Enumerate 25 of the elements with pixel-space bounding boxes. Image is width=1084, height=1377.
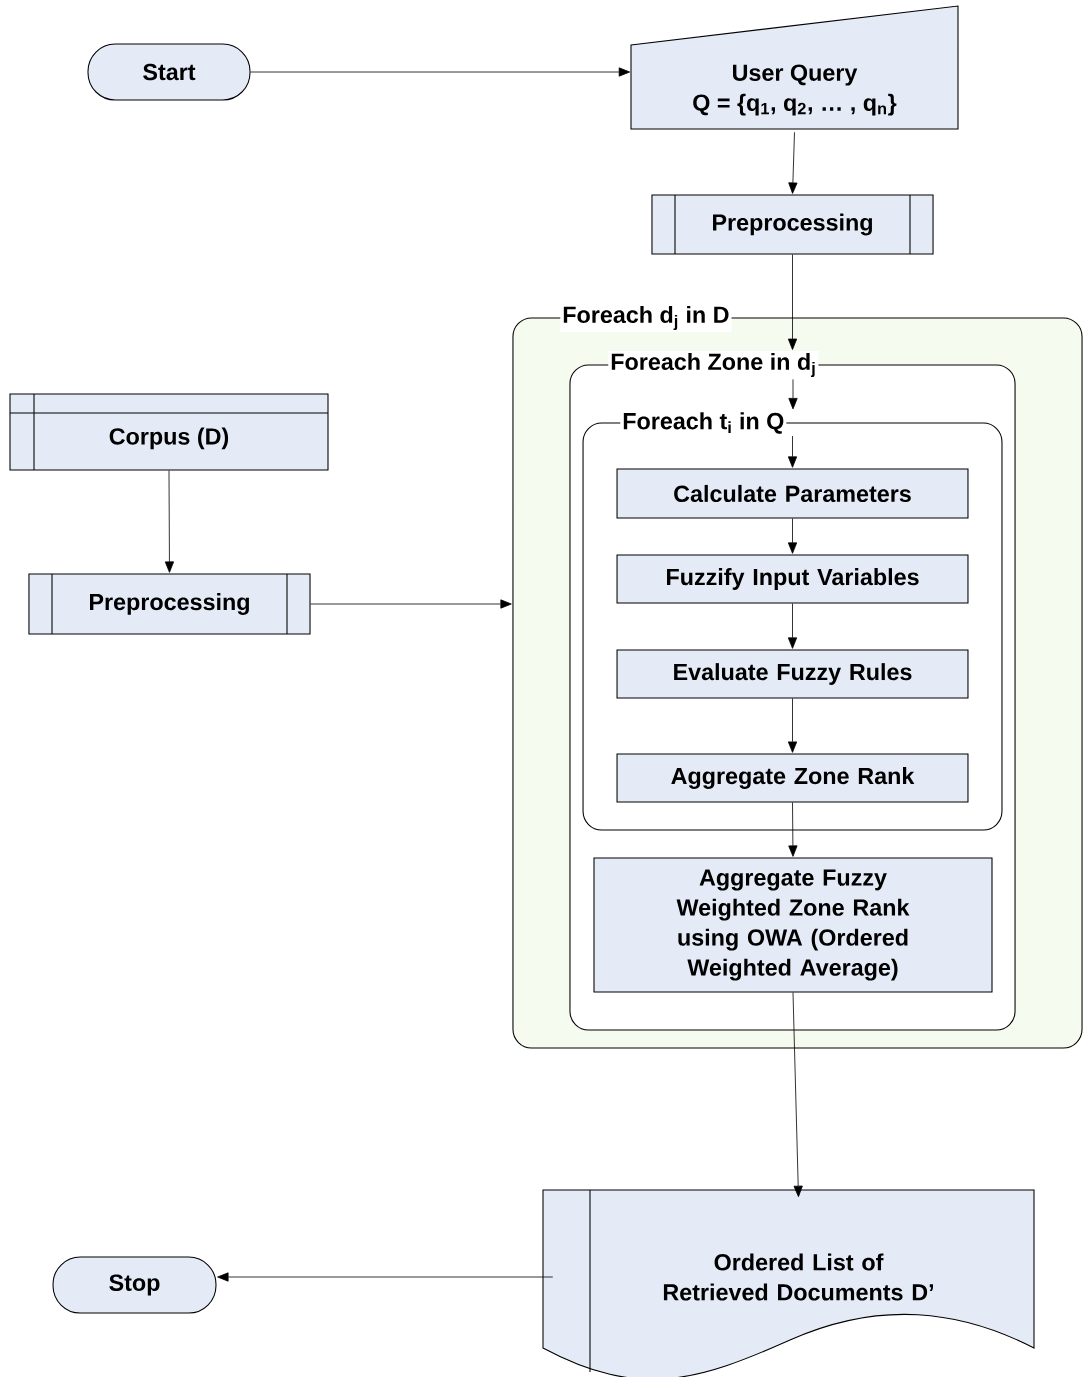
document-box: Ordered List of Retrieved Documents D’ xyxy=(542,1189,1035,1377)
process-box: Aggregate Zone Rank xyxy=(616,753,969,803)
arrow xyxy=(788,378,798,410)
arrow xyxy=(787,435,798,468)
arrow xyxy=(787,254,798,350)
process-box: Aggregate Fuzzy Weighted Zone Rank using OWA (Ordered Weighted Average) xyxy=(593,857,993,993)
terminal-box: Start xyxy=(87,43,251,101)
process-box: Preprocessing xyxy=(651,194,934,255)
arrow xyxy=(792,992,803,1198)
process-box: Evaluate Fuzzy Rules xyxy=(616,649,969,699)
process-box: Fuzzify Input Variables xyxy=(616,554,969,604)
arrow xyxy=(250,67,631,77)
arrow xyxy=(787,603,798,649)
storage-box: Corpus (D) xyxy=(9,393,329,471)
terminal-box: Stop xyxy=(52,1256,217,1314)
arrow xyxy=(788,131,798,194)
arrow xyxy=(787,698,798,753)
process-box: Preprocessing xyxy=(28,573,311,635)
arrow xyxy=(164,470,174,573)
arrow xyxy=(787,518,798,554)
arrow xyxy=(788,802,798,857)
process-box: Calculate Parameters xyxy=(616,468,969,519)
arrow xyxy=(217,1272,554,1282)
arrow xyxy=(310,599,512,609)
input-box: User Query Q = {q$_{1}$, q$_{2}$, … , q$_{n}$} xyxy=(630,5,959,130)
